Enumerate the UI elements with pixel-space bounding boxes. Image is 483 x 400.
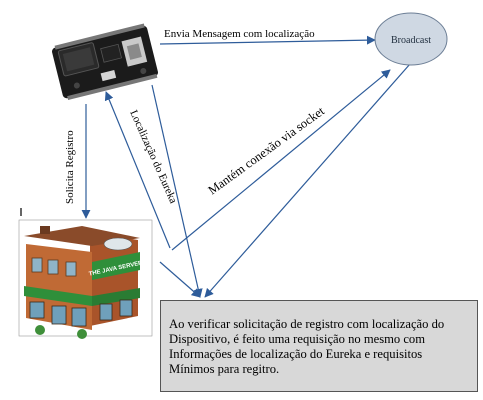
broadcast-node: Broadcast xyxy=(374,12,448,66)
note-line-1: Ao verificar solicitação de registro com… xyxy=(169,317,445,331)
edge-solicita-label: Solicita Registro xyxy=(64,130,76,204)
edge-server-to-note-arrow xyxy=(159,261,201,298)
edge-envia-label: Envia Mensagem com localização xyxy=(164,28,315,40)
note-line-3: Informações de localização do Eureka e r… xyxy=(169,347,423,361)
esp8266-board-icon xyxy=(52,23,158,101)
java-server-building-icon: THE JAVA SERVER xyxy=(18,219,153,339)
explanation-note-box: Ao verificar solicitação de registro com… xyxy=(160,300,478,392)
edge-mantem-arrow xyxy=(171,69,391,251)
note-line-2: Dispositivo, é feito uma requisição no m… xyxy=(169,332,426,346)
edge-envia-arrow xyxy=(159,35,376,45)
broadcast-label: Broadcast xyxy=(391,35,431,46)
note-line-4: Mínimos para regitro. xyxy=(169,362,280,376)
edge-device-to-note-arrow xyxy=(151,84,203,298)
edge-localizacao-label: Localização do Eureka xyxy=(127,108,179,205)
edge-localizacao-arrow xyxy=(104,91,171,249)
edge-mantem-label: Mantém conexão via socket xyxy=(206,104,328,198)
edge-broadcast-to-note-arrow xyxy=(204,63,411,298)
